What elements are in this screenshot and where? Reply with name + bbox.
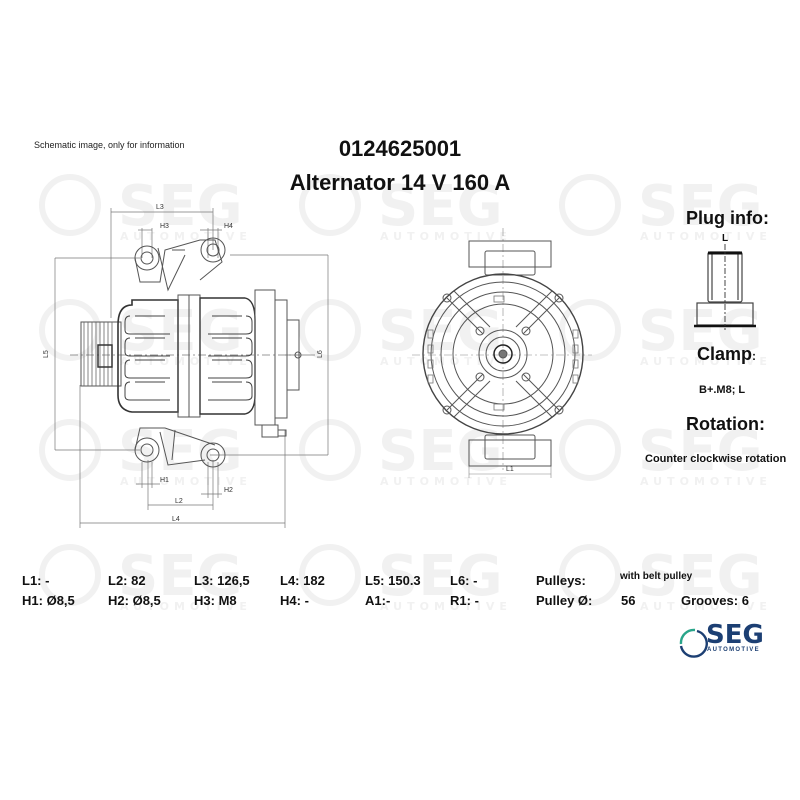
svg-text:SEG: SEG [378,299,503,364]
svg-text:H3: H3 [160,223,169,230]
spec-h1: H1: Ø8,5 [22,593,75,608]
rotation-heading: Rotation: [686,414,765,434]
svg-text:SEG: SEG [638,419,763,484]
svg-text:L3: L3 [156,204,164,211]
svg-text:SEG: SEG [638,174,763,239]
clamp-value: B+.M8; L [699,384,746,396]
svg-text:SEG: SEG [118,174,243,239]
svg-text:SEG: SEG [378,544,503,609]
seg-watermark [39,174,621,606]
spec-h2: H2: Ø8,5 [108,593,161,608]
disclaimer-text: Schematic image, only for information [34,140,185,150]
plug-terminal-icon [694,244,756,330]
svg-text:AUTOMOTIVE: AUTOMOTIVE [380,600,512,613]
svg-text:SEG: SEG [638,299,763,364]
svg-text:SEG: SEG [118,299,243,364]
spec-r1: R1: - [450,593,479,608]
svg-text:AUTOMOTIVE: AUTOMOTIVE [120,355,252,368]
pulleys-value: with belt pulley [620,571,693,582]
svg-text:AUTOMOTIVE: AUTOMOTIVE [640,600,772,613]
clamp-heading: Clamp: [697,344,756,365]
spec-l4: L4: 182 [280,573,325,588]
svg-text:AUTOMOTIVE: AUTOMOTIVE [380,475,512,488]
spec-l3: L3: 126,5 [194,573,250,588]
svg-text:L4: L4 [172,516,180,523]
svg-text:L2: L2 [175,498,183,505]
svg-text:SEG: SEG [118,544,243,609]
svg-text:SEG: SEG [378,419,503,484]
plug-info-heading: Plug info: [686,208,769,228]
grooves-spec: Grooves: 6 [681,593,749,608]
spec-l2: L2: 82 [108,573,146,588]
svg-text:L5: L5 [43,350,50,358]
front-view-dimension-labels: L1 [506,466,514,473]
svg-text:SEG: SEG [378,174,503,239]
svg-text:AUTOMOTIVE: AUTOMOTIVE [380,230,512,243]
alternator-side-view [54,208,329,528]
pulleys-label: Pulleys: [536,573,586,588]
svg-text:H2: H2 [224,487,233,494]
plug-terminal-label: L [722,233,729,244]
svg-text:AUTOMOTIVE: AUTOMOTIVE [640,475,772,488]
spec-l6: L6: - [450,573,478,588]
svg-text:AUTOMOTIVE: AUTOMOTIVE [120,600,252,613]
part-number: 0124625001 [338,136,462,161]
spec-h4: H4: - [280,593,309,608]
pulley-diameter-value: 56 [621,593,636,608]
spec-l5: L5: 150.3 [365,573,421,588]
product-title: Alternator 14 V 160 A [289,170,511,195]
svg-text:SEG: SEG [118,419,243,484]
svg-text:AUTOMOTIVE: AUTOMOTIVE [120,230,252,243]
svg-text:AUTOMOTIVE: AUTOMOTIVE [640,355,772,368]
svg-text:L6: L6 [317,350,324,358]
seg-logo-subtext: AUTOMOTIVE [707,647,760,653]
spec-l1: L1: - [22,573,50,588]
clamp-label: Clamp [697,344,753,364]
svg-text:H1: H1 [160,477,169,484]
seg-logo-icon [679,628,708,658]
rotation-value: Counter clockwise rotation [645,453,787,465]
side-view-dimension-labels: L3 H3 H4 H1 H2 L2 L4 L5 L6 [43,204,324,523]
pulley-diameter-label: Pulley Ø: [536,593,593,608]
svg-text:AUTOMOTIVE: AUTOMOTIVE [380,355,512,368]
alternator-front-view [412,228,592,478]
spec-h3: H3: M8 [194,593,237,608]
spec-a1: A1:- [365,593,391,608]
svg-text:AUTOMOTIVE: AUTOMOTIVE [640,230,772,243]
svg-text:SEG: SEG [638,544,763,609]
seg-logo-text: SEG [706,620,764,650]
svg-text:L1: L1 [506,466,514,473]
clamp-colon: : [752,349,757,363]
svg-text:H4: H4 [224,223,233,230]
